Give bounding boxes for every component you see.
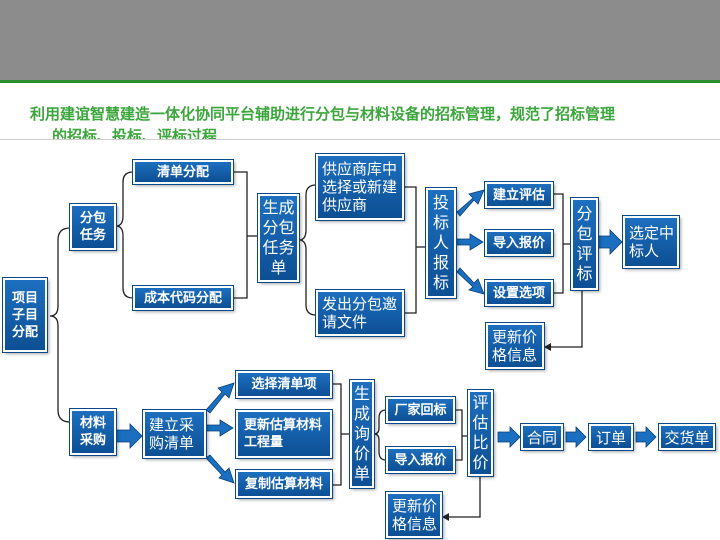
arrow-set-option	[456, 267, 485, 295]
bracket-gen-task	[233, 171, 248, 299]
box-eval-compare: 评 估 比 价	[468, 390, 493, 476]
arrow-delivery	[635, 426, 657, 448]
arrowhead-update-price-2	[442, 513, 449, 521]
bracket-bid	[404, 186, 417, 314]
box-sub-eval: 分 包 评 标	[571, 198, 598, 290]
box-supplier: 供应商库中 选择或新建 供应商	[316, 154, 404, 220]
box-set-option: 设置选项	[485, 280, 553, 306]
box-order: 订单	[589, 424, 633, 450]
box-contract: 合同	[521, 424, 563, 450]
box-delivery: 交货单	[659, 424, 715, 450]
subtitle-line-1: 利用建谊智慧建造一体化协同平台辅助进行分包与材料设备的招标管理，规范了招标管理	[30, 105, 616, 123]
box-invite: 发出分包邀 请文件	[316, 290, 404, 336]
arrow-update-estimate	[205, 419, 234, 437]
subtitle: 利用建谊智慧建造一体化协同平台辅助进行分包与材料设备的招标管理，规范了招标管理 …	[30, 103, 700, 139]
box-gen-task: 生成 分包 任务 单	[258, 194, 299, 282]
box-root: 项目 子目 分配	[3, 278, 47, 352]
arrow-order	[565, 426, 587, 448]
content-divider	[0, 139, 720, 140]
brace-root	[49, 227, 71, 423]
box-select-bidder: 选定中 标人	[623, 216, 679, 268]
brace-gen-task	[298, 184, 317, 316]
box-vendor-bid: 厂家回标	[386, 397, 455, 423]
bracket-inquiry	[332, 383, 342, 486]
arrow-select-items	[205, 382, 235, 414]
arrowhead-update-price-1	[544, 343, 551, 351]
subtitle-line-2: 的招标、投标、评标过程	[52, 127, 218, 139]
header-divider	[0, 80, 720, 83]
box-bid: 投 标 人 报 标	[426, 188, 456, 298]
arrow-import-quote	[455, 233, 484, 251]
box-import-quote: 导入报价	[485, 230, 553, 256]
arrow-contract	[497, 426, 521, 448]
box-build-eval: 建立评估	[485, 182, 553, 208]
line-update-price-1	[544, 288, 583, 348]
brace-inquiry	[373, 409, 387, 461]
bracket-sub-eval	[553, 193, 564, 294]
box-gen-inquiry: 生 成 询 价 单	[350, 380, 374, 488]
arrow-build-eval	[456, 189, 485, 217]
bracket-eval	[455, 409, 463, 461]
arrow-select-bidder	[597, 229, 623, 255]
arrow-copy-estimate	[205, 454, 235, 484]
box-list-alloc: 清单分配	[133, 160, 233, 184]
arrow-purchase	[115, 423, 143, 449]
subtitle-area: 利用建谊智慧建造一体化协同平台辅助进行分包与材料设备的招标管理，规范了招标管理 …	[0, 83, 720, 139]
box-cost-alloc: 成本代码分配	[133, 286, 233, 310]
box-import-quote-2: 导入报价	[386, 447, 455, 473]
brace-sub-task	[115, 171, 134, 299]
box-material: 材料 采购	[70, 409, 116, 455]
box-copy-estimate: 复制估算材料	[236, 470, 332, 498]
box-update-price-2: 更新价 格信息	[386, 492, 442, 538]
box-update-price-1: 更新价 格信息	[486, 323, 544, 369]
box-select-items: 选择清单项	[236, 371, 332, 398]
header-bar	[0, 0, 720, 80]
box-build-purchase: 建立采 购清单	[143, 410, 206, 458]
box-sub-task: 分包 任务	[70, 204, 116, 250]
line-update-price-2	[442, 475, 481, 518]
box-update-estimate: 更新估算材料 工程量	[236, 410, 332, 458]
